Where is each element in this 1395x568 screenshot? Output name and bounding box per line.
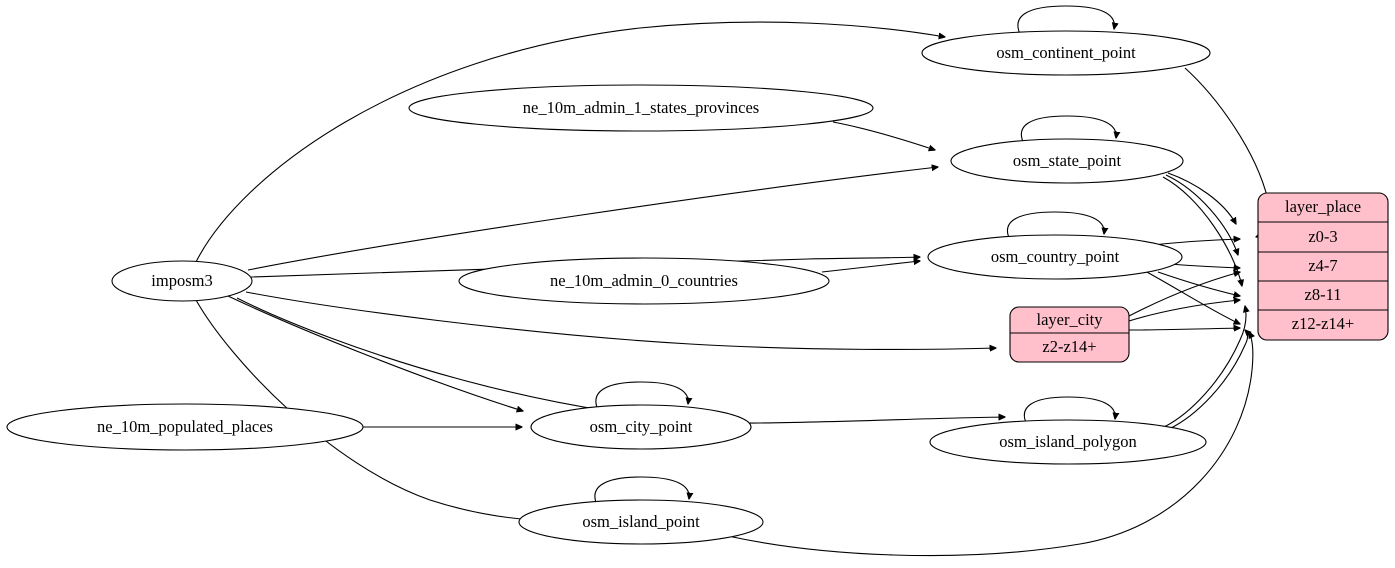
edge-self-osm_continent_point — [1017, 5, 1114, 35]
node-label-osm_island_polygon: osm_island_polygon — [999, 432, 1137, 451]
record-row-layer_place-z12-z14[interactable]: z12-z14+ — [1292, 314, 1354, 333]
record-header-layer_city: layer_city — [1037, 310, 1104, 329]
edge-self-osm_city_point — [595, 381, 688, 411]
node-ne_10m_populated_places[interactable]: ne_10m_populated_places — [6, 403, 364, 451]
record-node-layer_city[interactable]: layer_city z2-z14+ — [1009, 306, 1130, 363]
node-osm_island_polygon[interactable]: osm_island_polygon — [929, 419, 1207, 465]
edge-imposm3-to-osm_continent_point — [195, 21, 945, 263]
edge-osm_state_point-to-place-z4-7 — [1165, 174, 1238, 255]
node-layer: imposm3 ne_10m_populated_places ne_10m_a… — [6, 30, 1211, 545]
node-label-ne_10m_admin_1_states_provinces: ne_10m_admin_1_states_provinces — [523, 98, 759, 117]
edge-ne_countries-to-osm_country_point — [821, 261, 920, 273]
node-label-ne_10m_populated_places: ne_10m_populated_places — [97, 417, 273, 436]
record-row-layer_place-z0-3[interactable]: z0-3 — [1308, 227, 1337, 246]
edge-osm_country_point-to-place-z12-z14 — [1144, 270, 1240, 324]
node-label-osm_country_point: osm_country_point — [991, 247, 1120, 266]
record-row-layer_place-z4-7[interactable]: z4-7 — [1308, 256, 1337, 275]
edge-imposm3-to-osm_state_point — [247, 167, 938, 271]
edge-osm_island_point-to-place-z12-z14 — [727, 332, 1253, 557]
edge-imposm3-to-osm_island_point — [195, 299, 533, 520]
record-node-layer_place[interactable]: layer_place z0-3 z4-7 z8-11 z12-z14+ — [1257, 192, 1389, 341]
node-osm_island_point[interactable]: osm_island_point — [518, 499, 764, 545]
edge-ne_states-to-osm_state_point — [832, 121, 935, 150]
node-ne_10m_admin_0_countries[interactable]: ne_10m_admin_0_countries — [458, 257, 830, 305]
edge-self-osm_island_polygon — [1023, 396, 1115, 426]
edge-osm_island_polygon-to-place-z8-11 — [1163, 306, 1246, 428]
node-label-osm_island_point: osm_island_point — [582, 512, 700, 531]
edge-self-osm_country_point — [1007, 211, 1104, 241]
edge-osm_state_point-to-place-z8-11 — [1162, 176, 1242, 286]
node-osm_continent_point[interactable]: osm_continent_point — [921, 30, 1211, 76]
edge-osm_island_polygon-to-place-z12-z14 — [1168, 330, 1248, 430]
node-label-osm_state_point: osm_state_point — [1013, 151, 1122, 170]
edge-layer_city-to-place-z12-z14 — [1128, 328, 1240, 330]
edge-self-osm_state_point — [1020, 115, 1116, 145]
edge-imposm3-to-osm_city_point — [227, 295, 523, 411]
node-label-osm_continent_point: osm_continent_point — [996, 43, 1136, 62]
node-ne_10m_admin_1_states_provinces[interactable]: ne_10m_admin_1_states_provinces — [408, 84, 874, 132]
node-label-osm_city_point: osm_city_point — [590, 417, 693, 436]
edge-self-osm_island_point — [594, 476, 689, 506]
node-label-ne_10m_admin_0_countries: ne_10m_admin_0_countries — [550, 271, 738, 290]
edge-layer_city-to-place-z8-11 — [1128, 300, 1240, 322]
edge-imposm3-to-osm_island_polygon — [236, 297, 1005, 424]
edge-imposm3-to-layer_city — [245, 291, 996, 349]
node-osm_city_point[interactable]: osm_city_point — [530, 404, 752, 450]
record-row-layer_city-0[interactable]: z2-z14+ — [1042, 337, 1096, 356]
edge-layer_city-to-place-z4-7 — [1128, 272, 1240, 317]
node-osm_country_point[interactable]: osm_country_point — [927, 234, 1183, 280]
node-imposm3[interactable]: imposm3 — [111, 260, 253, 302]
edge-osm_state_point-to-place-z0-3 — [1167, 172, 1236, 224]
node-osm_state_point[interactable]: osm_state_point — [950, 138, 1184, 184]
edge-osm_country_point-to-place-z4-7 — [1169, 263, 1240, 268]
record-row-layer_place-z8-11[interactable]: z8-11 — [1305, 285, 1342, 304]
record-header-layer_place: layer_place — [1285, 197, 1361, 216]
node-label-imposm3: imposm3 — [151, 271, 212, 290]
